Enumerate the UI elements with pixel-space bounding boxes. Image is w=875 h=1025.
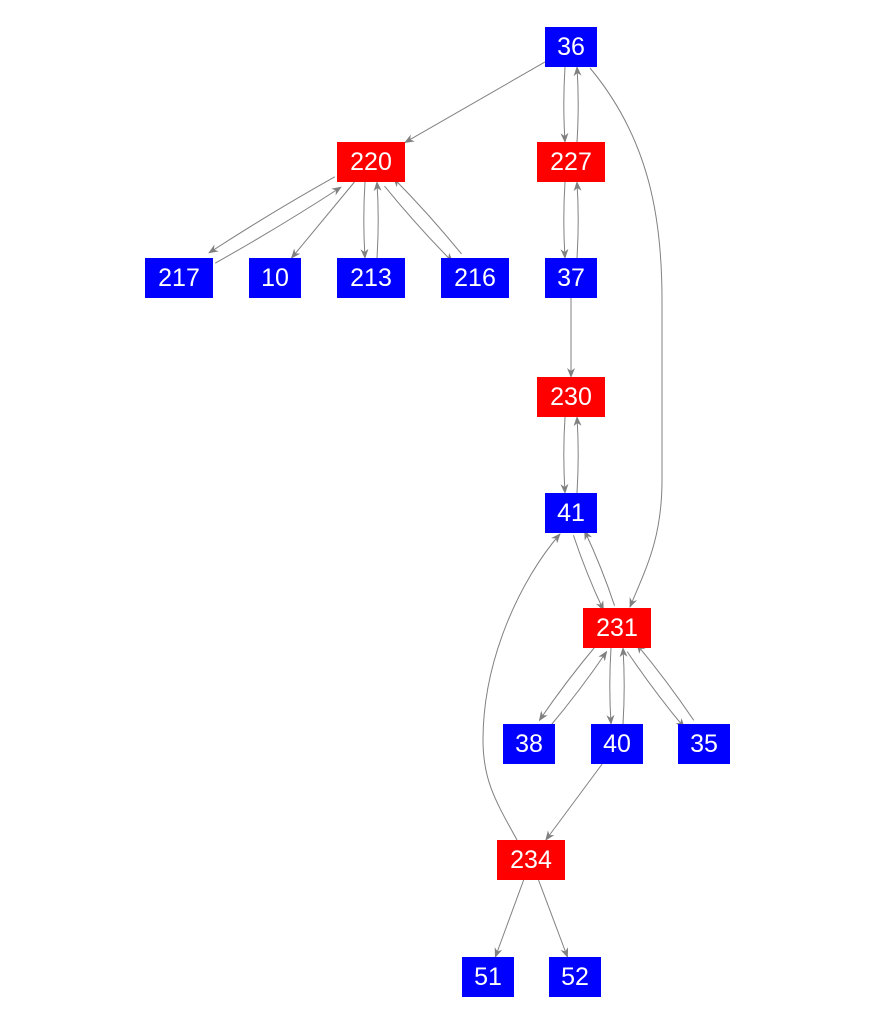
node-36: 36	[545, 27, 597, 67]
edge-213-to-220	[373, 181, 382, 259]
edge-220-to-213	[360, 181, 369, 259]
edge-231-to-38	[538, 644, 598, 722]
node-35: 35	[678, 724, 730, 764]
node-40: 40	[591, 724, 643, 764]
edge-36-to-227	[560, 66, 569, 143]
edge-231-to-40	[606, 647, 615, 725]
edge-234-to-41	[482, 533, 561, 841]
edge-227-to-37	[560, 181, 569, 259]
node-41: 41	[545, 493, 597, 533]
edge-41-to-231	[572, 535, 604, 612]
edge-231-to-41	[584, 529, 616, 606]
edge-36-to-220	[404, 61, 546, 143]
edge-234-to-51	[494, 879, 525, 958]
node-230: 230	[537, 377, 605, 417]
node-234: 234	[497, 840, 565, 880]
node-38: 38	[503, 724, 555, 764]
node-216: 216	[441, 258, 509, 298]
edge-220-to-216	[384, 185, 454, 263]
edge-227-to-36	[573, 66, 582, 143]
edge-38-to-231	[548, 650, 608, 728]
edge-36-to-231	[589, 67, 663, 608]
node-217: 217	[145, 258, 213, 298]
edge-234-to-52	[538, 879, 569, 958]
edge-220-to-10	[290, 181, 355, 259]
node-37: 37	[545, 258, 597, 298]
node-52: 52	[549, 957, 601, 997]
edge-231-to-35	[626, 651, 685, 729]
edge-230-to-41	[560, 416, 569, 494]
edge-40-to-234	[545, 763, 603, 841]
node-51: 51	[462, 957, 514, 997]
node-231: 231	[583, 608, 651, 648]
edge-40-to-231	[619, 647, 628, 725]
edge-216-to-220	[392, 177, 462, 255]
edge-41-to-230	[573, 416, 582, 494]
node-10: 10	[249, 258, 301, 298]
node-220: 220	[337, 142, 405, 182]
edge-220-to-217	[208, 176, 336, 254]
edge-35-to-231	[636, 643, 695, 721]
node-213: 213	[337, 258, 405, 298]
node-227: 227	[537, 142, 605, 182]
edge-217-to-220	[214, 186, 342, 264]
edge-37-to-227	[573, 181, 582, 259]
